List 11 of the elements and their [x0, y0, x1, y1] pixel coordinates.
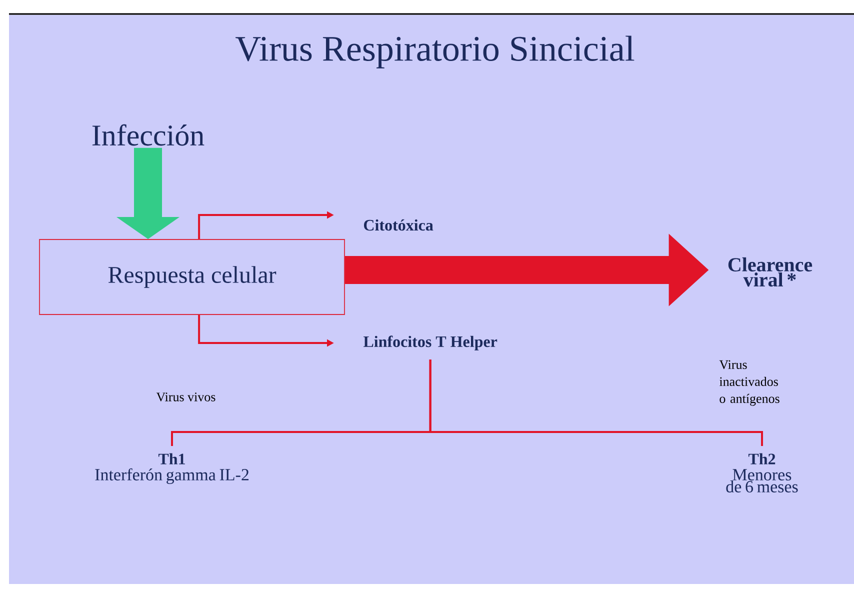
leaf-label: Th1 Interferón gamma IL-2: [95, 453, 249, 484]
branch-label: Citotóxica: [364, 219, 434, 231]
title: Virus Respiratorio Sincicial: [236, 36, 634, 68]
note-text: Virus vivos: [156, 392, 216, 402]
branch-line: [429, 360, 763, 446]
branch-label: Linfocitos T Helper: [363, 336, 498, 350]
result-text: Clearence viral *: [728, 257, 812, 287]
note-text: Virus inactivados o antígenos: [719, 360, 780, 406]
heading-text: Infección: [92, 124, 204, 146]
process-box: Respuesta celular: [39, 239, 345, 315]
leaf-label: Th2 Menores de 6 meses: [726, 453, 798, 492]
